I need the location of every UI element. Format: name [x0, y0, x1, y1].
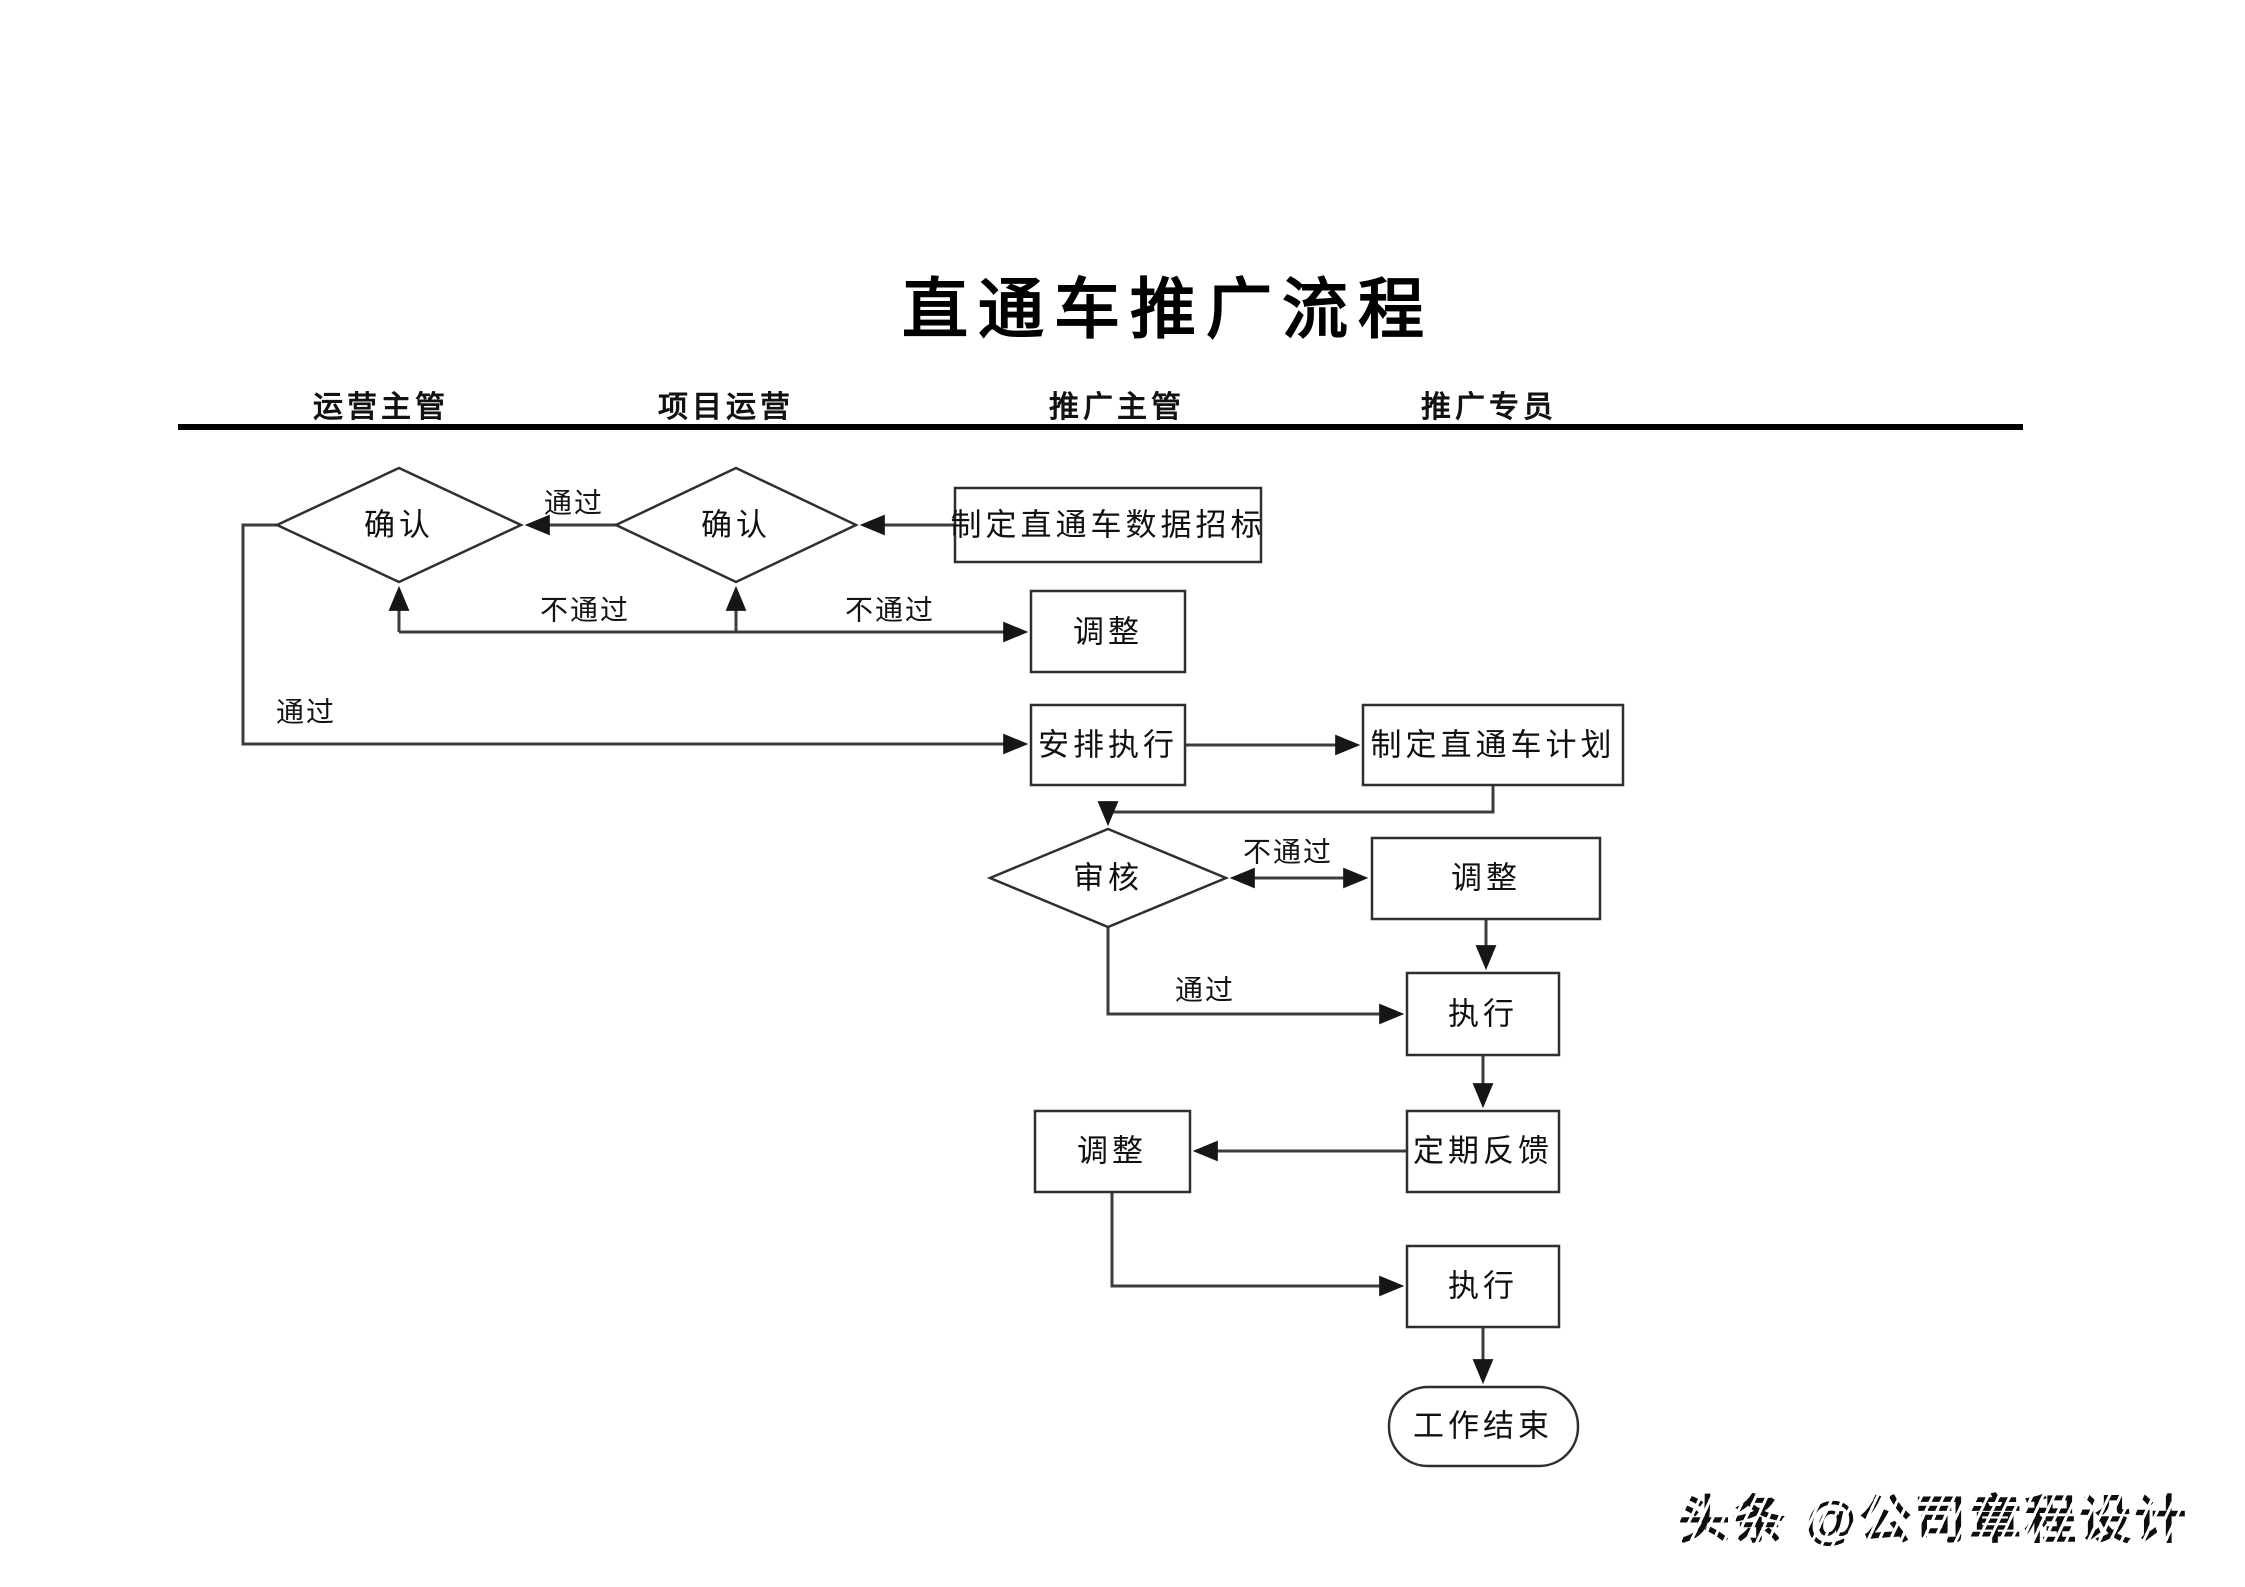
lane-header-promotion-specialist: 推广专员: [1421, 391, 1557, 424]
node-execute-adjust-box: [1405, 1244, 1561, 1329]
node-label-create-plan: 制定直通车计划: [1371, 728, 1616, 763]
node-periodic-feedback-box: [1405, 1109, 1561, 1194]
edge-label-fail-review: 不通过: [1243, 837, 1333, 868]
node-label-confirm-supervisor: 确认: [364, 508, 434, 543]
edge-label-fail-confirm-left: 不通过: [540, 595, 630, 626]
edge-label-fail-confirm-right: 不通过: [845, 595, 935, 626]
node-label-periodic-feedback: 定期反馈: [1413, 1134, 1553, 1169]
lane-header-promotion-supervisor: 推广主管: [1049, 391, 1185, 424]
node-arrange-execution-box: [1029, 703, 1187, 787]
node-label-create-bidding: 制定直通车数据招标: [951, 508, 1266, 543]
node-label-adjust-feedback: 调整: [1077, 1134, 1147, 1169]
node-label-confirm-project: 确认: [701, 508, 771, 543]
node-label-execute-adjust: 执行: [1448, 1269, 1518, 1304]
node-confirm-supervisor-diamond: [274, 466, 524, 584]
node-execute-plan-box: [1405, 971, 1561, 1057]
watermark-text: 头条 @公司章程设计: [1678, 1478, 2189, 1553]
node-confirm-project-diamond: [613, 466, 859, 584]
node-review-diamond: [986, 827, 1230, 929]
edge-label-pass-confirm: 通过: [544, 488, 604, 519]
node-label-adjust-top: 调整: [1073, 615, 1143, 650]
edge-plan-to-review: [1097, 785, 1495, 827]
page-title: 直通车推广流程: [902, 272, 1434, 346]
edge-review-pass-to-execute: [1106, 927, 1405, 1025]
lane-header-operations-supervisor: 运营主管: [313, 391, 449, 424]
node-adjust-review-box: [1370, 836, 1602, 921]
node-create-bidding-box: [953, 486, 1263, 564]
node-label-adjust-review: 调整: [1451, 861, 1521, 896]
node-adjust-top-box: [1029, 589, 1187, 674]
node-adjust-feedback-box: [1033, 1109, 1192, 1194]
node-create-plan-box: [1361, 703, 1625, 787]
header-divider-line: [178, 424, 2023, 430]
lane-header-project-operations: 项目运营: [658, 391, 794, 424]
node-label-arrange-execution: 安排执行: [1038, 728, 1178, 763]
node-label-work-end: 工作结束: [1413, 1409, 1553, 1444]
node-label-execute-plan: 执行: [1448, 997, 1518, 1032]
node-work-end-terminator: [1387, 1385, 1580, 1468]
edge-label-pass-review: 通过: [1175, 975, 1235, 1006]
edge-pass-to-arrange-execution: [241, 523, 1029, 755]
edge-adjust-to-execute-2: [1110, 1192, 1405, 1297]
node-label-review: 审核: [1073, 861, 1143, 896]
edge-label-pass-supervisor: 通过: [276, 697, 336, 728]
